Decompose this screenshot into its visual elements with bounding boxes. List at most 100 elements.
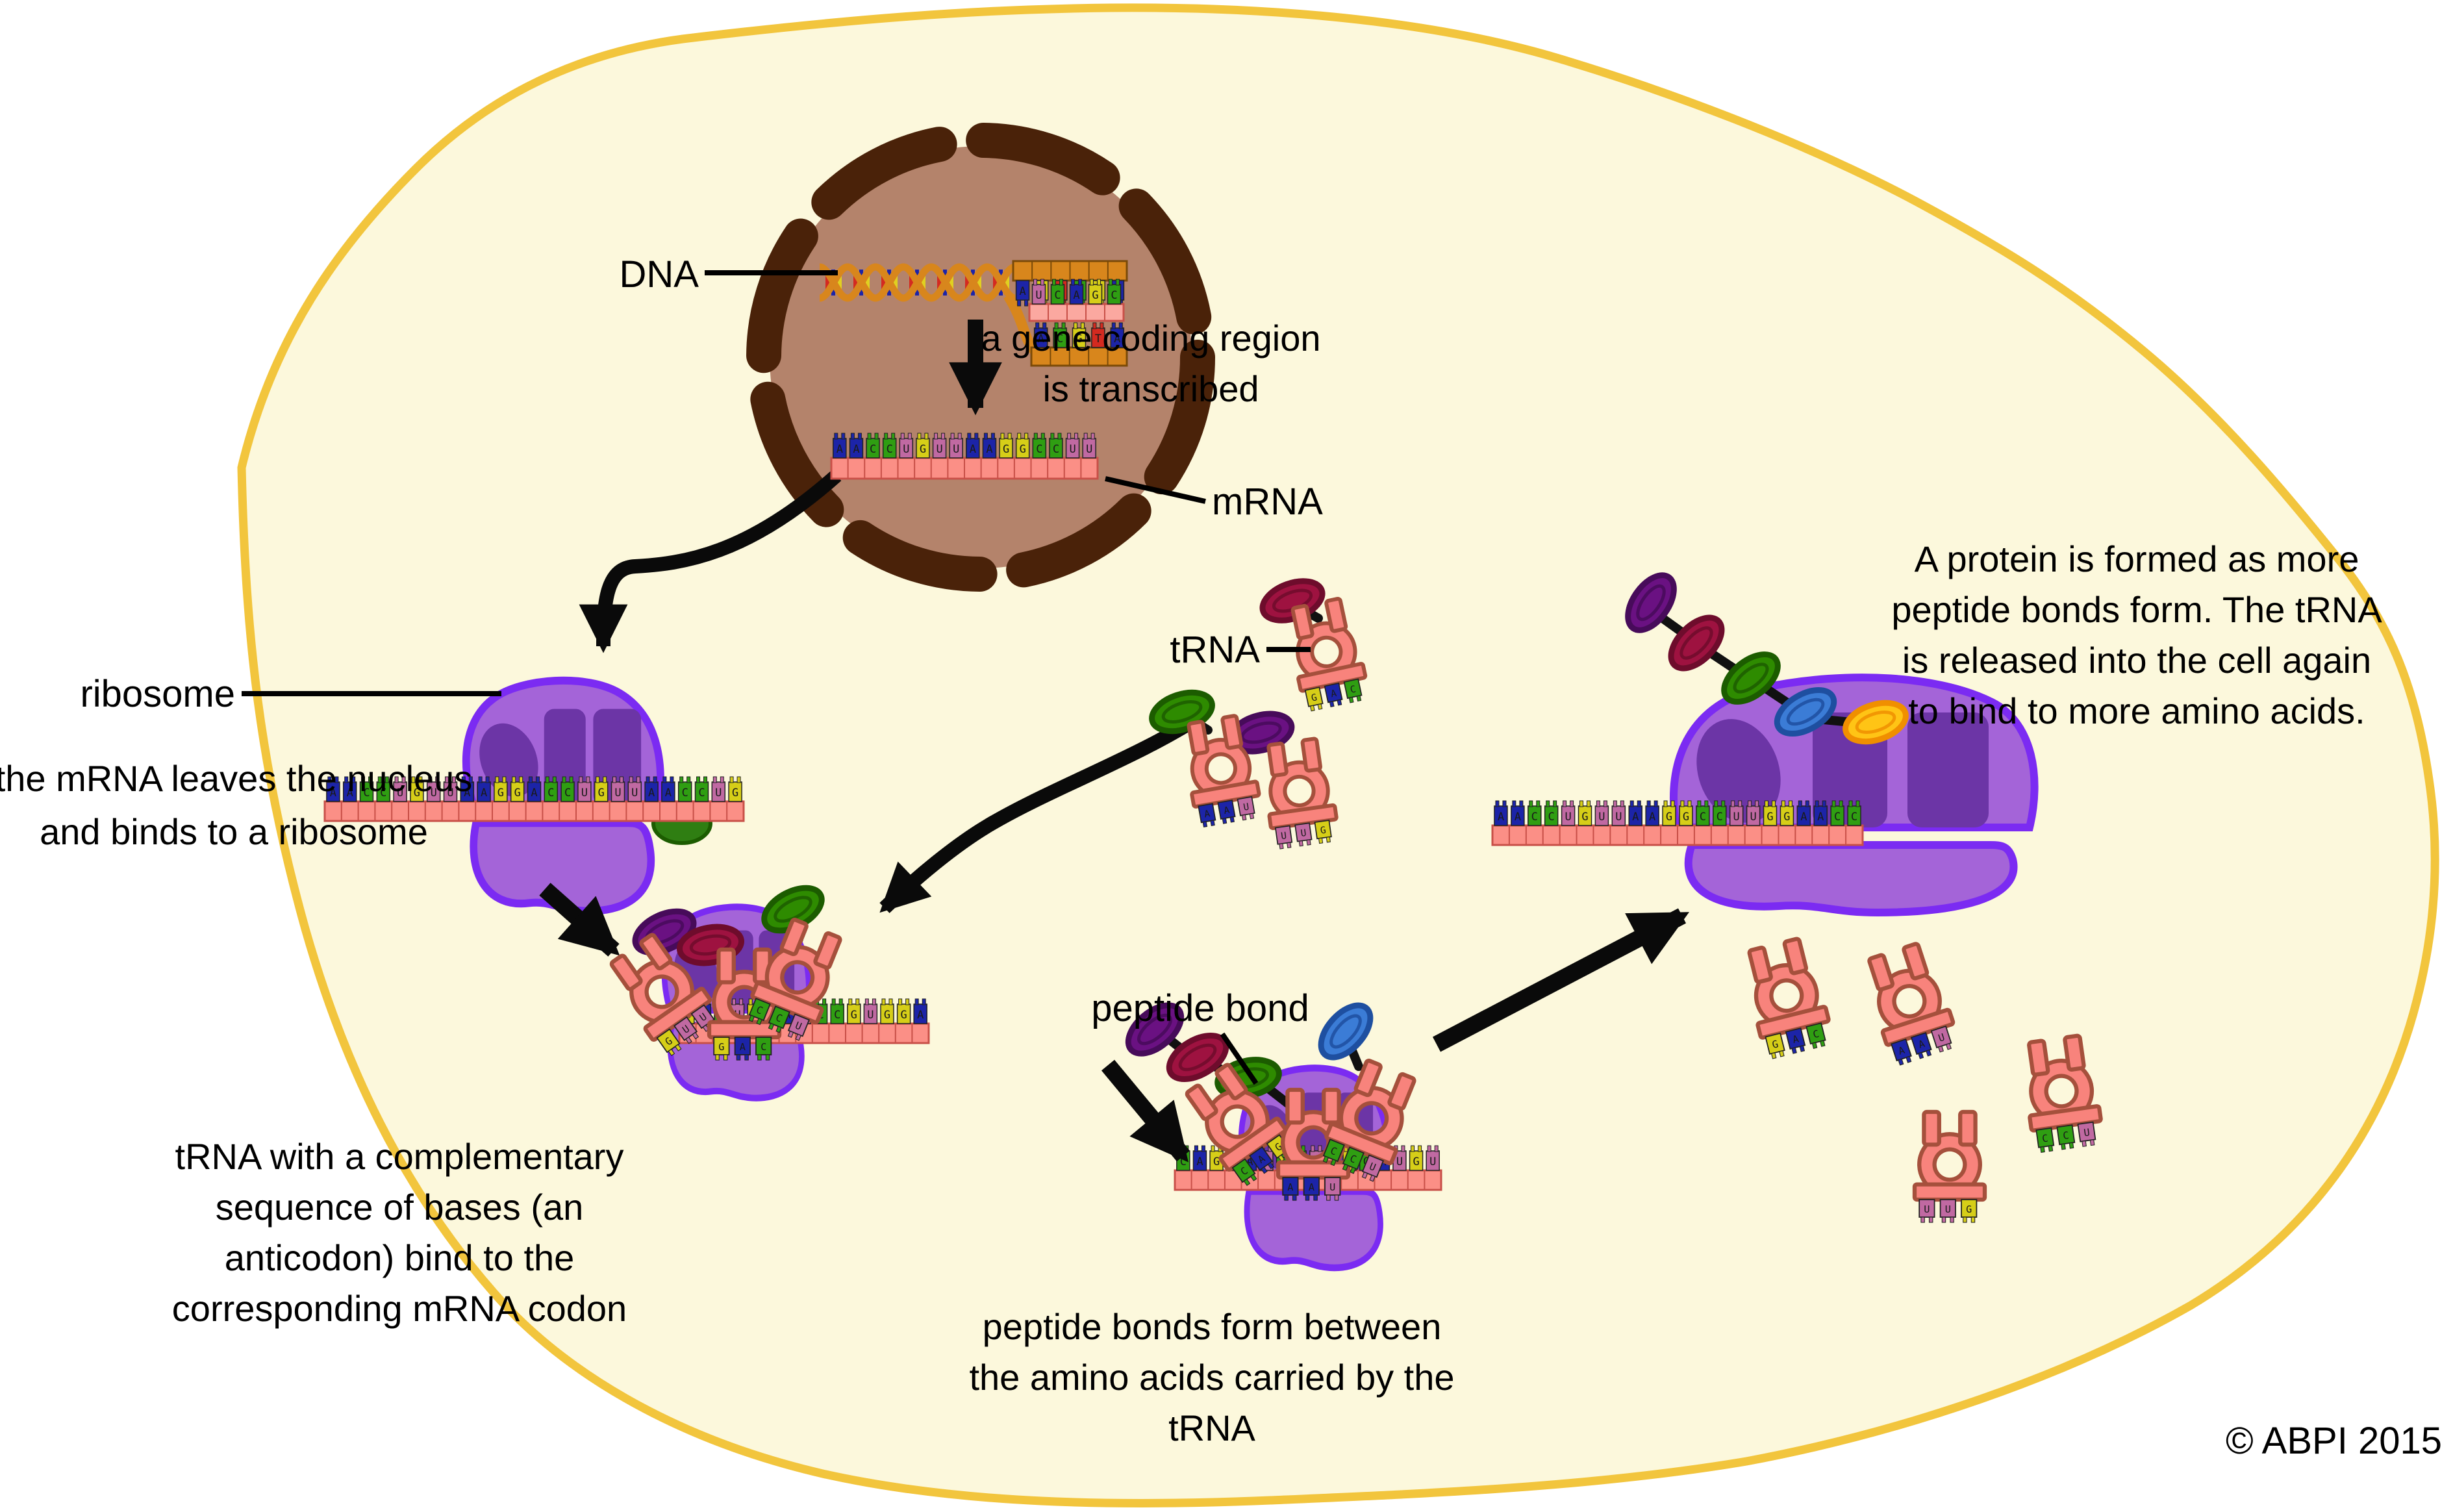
svg-text:U: U [614,787,621,800]
svg-text:A: A [330,787,336,800]
svg-text:U: U [1069,443,1076,456]
caption-peptide-form-line3: tRNA [1168,1407,1255,1448]
svg-text:U: U [903,443,909,456]
ribosome-label: ribosome [80,673,235,715]
svg-text:A: A [1632,811,1639,824]
svg-text:C: C [547,787,554,800]
svg-text:U: U [631,787,638,800]
peptide-bond-label: peptide bond [1091,987,1309,1029]
svg-text:C: C [682,787,688,800]
trna-molecule: CCU [748,915,849,1041]
caption-mrna-leaves-line2: and binds to a ribosome [40,811,428,852]
svg-text:G: G [1003,443,1009,456]
amino-acid-purple [1625,572,1677,633]
svg-text:C: C [2041,1132,2049,1144]
svg-text:G: G [900,1009,907,1022]
caption-protein-line1: A protein is formed as more [1915,538,2359,579]
svg-text:U: U [581,787,588,800]
svg-text:U: U [1924,1203,1930,1215]
svg-text:A: A [1649,811,1655,824]
svg-text:C: C [698,787,705,800]
svg-text:U: U [867,1009,874,1022]
svg-text:A: A [853,443,859,456]
svg-text:G: G [1320,825,1327,837]
svg-text:A: A [531,787,537,800]
svg-text:U: U [936,443,942,456]
svg-text:C: C [761,1041,766,1053]
amino-acid-yellow [1843,699,1909,745]
svg-text:A: A [837,443,843,456]
trna-label: tRNA [1170,629,1260,671]
mrna-exit-arrow [579,470,842,653]
svg-text:U: U [1035,289,1042,302]
svg-text:G: G [497,787,504,800]
svg-text:A: A [1223,805,1231,816]
svg-text:U: U [1598,811,1605,824]
svg-text:C: C [1851,811,1857,824]
svg-text:A: A [1800,811,1807,824]
svg-text:U: U [1945,1203,1951,1215]
amino-acid-green [1721,651,1781,705]
svg-text:C: C [887,443,893,456]
svg-text:G: G [718,1041,724,1053]
svg-text:G: G [414,787,420,800]
svg-text:A: A [1287,1181,1293,1193]
caption-mrna-leaves-line1: the mRNA leaves the nucleus [0,758,472,799]
caption-transcribed-line2: is transcribed [1042,368,1259,409]
svg-text:A: A [1203,809,1211,820]
svg-text:U: U [2083,1126,2091,1139]
amino-acids-layer [632,572,1909,1100]
svg-text:A: A [1246,1155,1253,1168]
svg-text:A: A [1791,1033,1800,1046]
svg-text:C: C [564,787,571,800]
svg-text:C: C [870,443,876,456]
svg-text:G: G [732,787,738,800]
svg-text:C: C [1812,1028,1820,1041]
svg-text:U: U [1750,811,1756,824]
scene3-to-scene4-arrow [1432,908,1689,1052]
svg-text:U: U [397,787,403,800]
caption-anticodon-line4: corresponding mRNA codon [172,1288,627,1329]
svg-text:C: C [1057,333,1063,346]
caption-transcribed-line1: a gene coding region [981,318,1320,359]
scene1-to-scene2-arrow [539,883,620,957]
caption-anticodon-line1: tRNA with a complementary [175,1136,624,1177]
svg-text:G: G [1413,1155,1419,1168]
svg-text:G: G [884,1009,890,1022]
svg-text:U: U [431,787,437,800]
caption-anticodon-line2: sequence of bases (an [216,1187,584,1228]
svg-text:A: A [1196,1155,1203,1168]
svg-text:C: C [1717,811,1723,824]
svg-text:C: C [1053,443,1059,456]
svg-text:U: U [715,787,722,800]
svg-text:U: U [1300,828,1307,839]
svg-text:U: U [1565,811,1571,824]
trna-molecule: AAU [1860,940,1961,1066]
dna-label: DNA [620,253,699,296]
svg-text:A: A [1309,1181,1315,1193]
svg-text:A: A [1330,688,1338,700]
svg-text:A: A [1019,285,1025,298]
trna-molecule: CCU [1322,1056,1424,1182]
svg-text:C: C [834,1009,840,1022]
caption-peptide-form-line2: the amino acids carried by the [969,1357,1454,1398]
svg-text:A: A [740,1041,746,1053]
svg-text:G: G [1311,692,1318,703]
svg-text:U: U [1086,443,1092,456]
svg-text:U: U [1329,1181,1335,1193]
svg-text:G: G [1683,811,1689,824]
amino-acid-blue [1774,687,1837,737]
svg-text:C: C [1350,684,1357,695]
scene2-to-scene3-arrow [1101,1059,1190,1163]
svg-text:C: C [1548,811,1555,824]
svg-text:A: A [1498,811,1504,824]
